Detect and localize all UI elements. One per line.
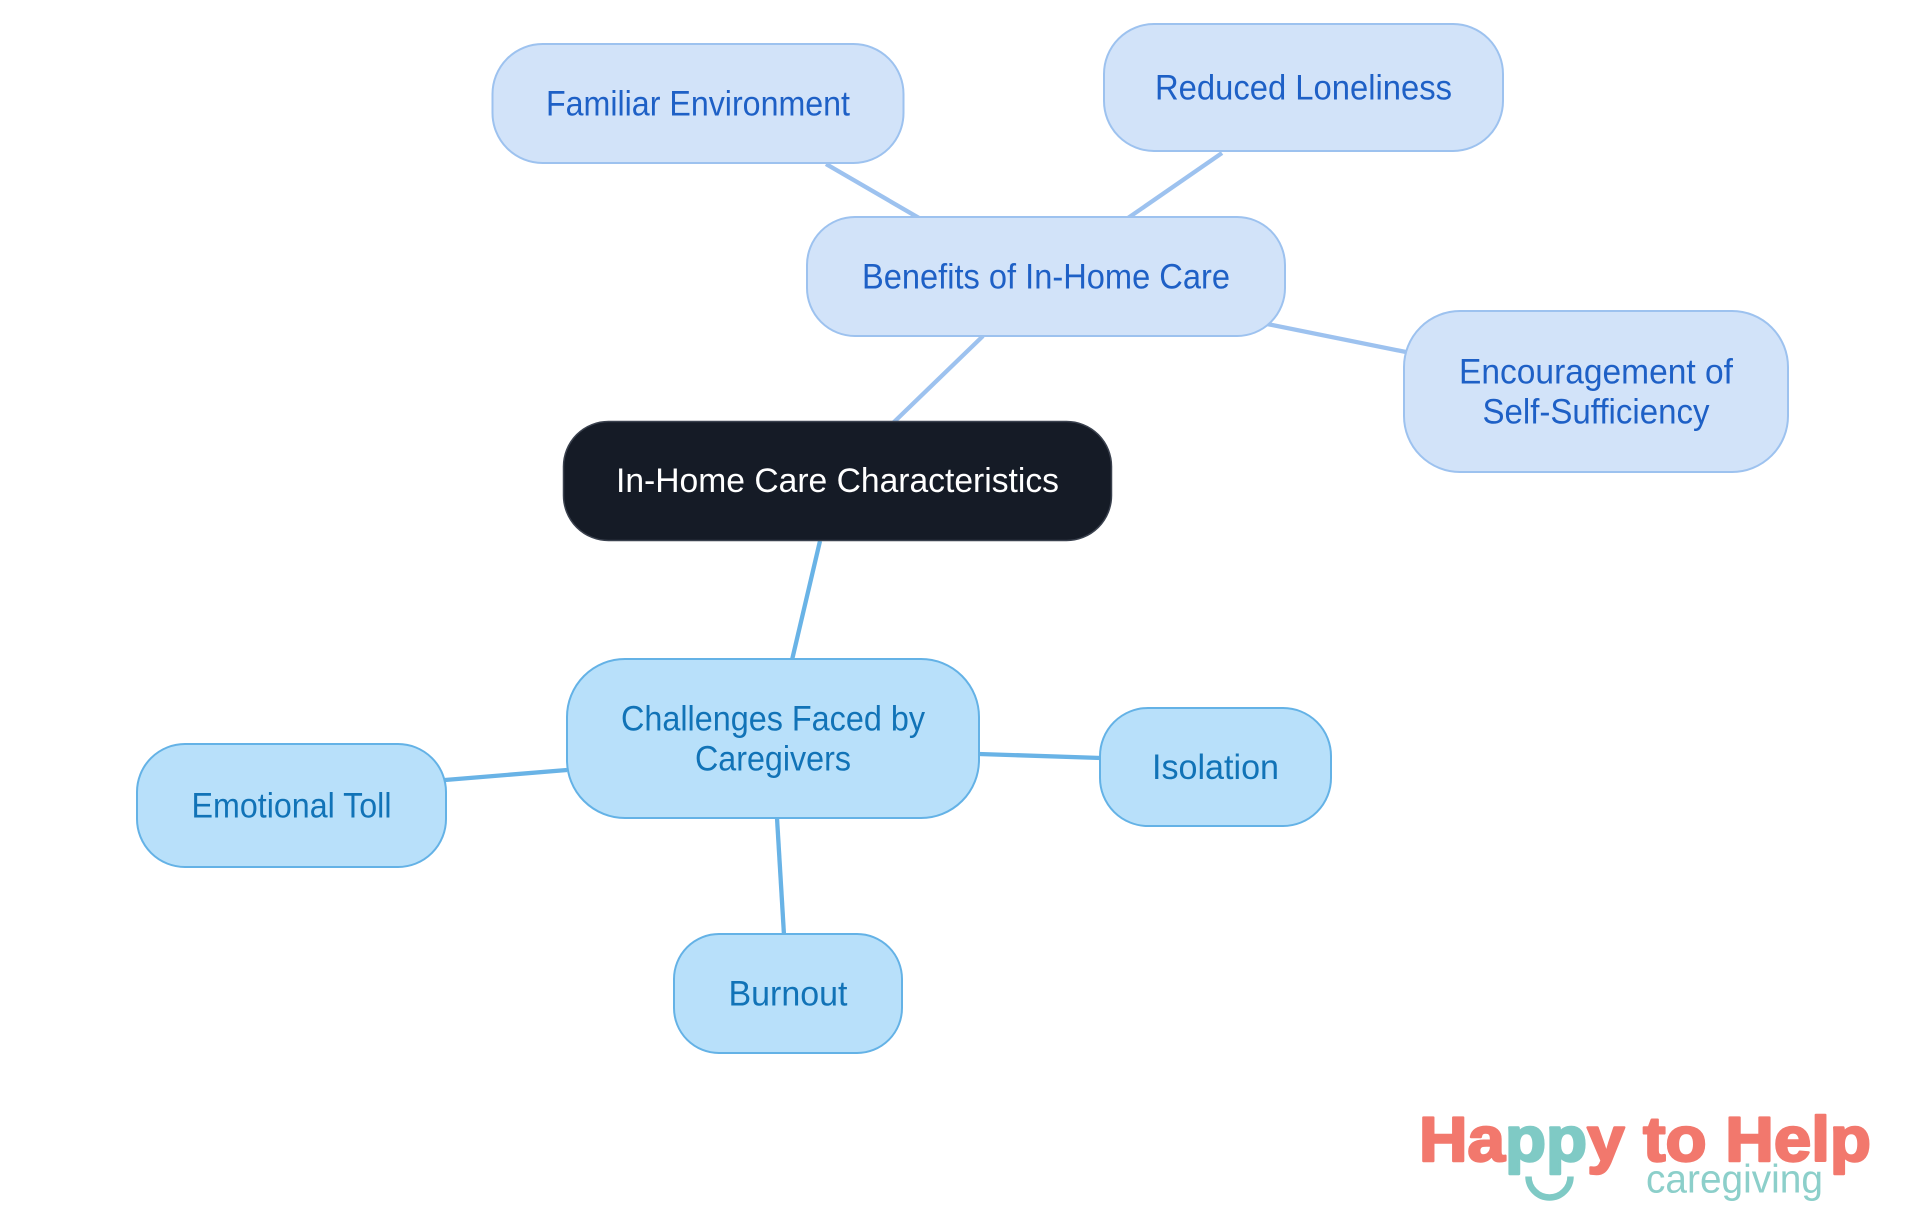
svg-text:Burnout: Burnout — [729, 975, 848, 1014]
svg-text:Encouragement of: Encouragement of — [1459, 353, 1733, 392]
svg-text:Familiar Environment: Familiar Environment — [546, 85, 850, 124]
svg-text:Isolation: Isolation — [1152, 748, 1279, 787]
svg-text:Emotional Toll: Emotional Toll — [192, 787, 392, 826]
svg-text:Challenges Faced by: Challenges Faced by — [621, 700, 925, 739]
svg-text:Benefits of In-Home Care: Benefits of In-Home Care — [862, 258, 1230, 297]
svg-text:In-Home Care Characteristics: In-Home Care Characteristics — [616, 462, 1059, 500]
svg-text:Self-Sufficiency: Self-Sufficiency — [1483, 393, 1710, 432]
svg-text:Caregivers: Caregivers — [695, 740, 851, 779]
svg-text:caregiving: caregiving — [1646, 1158, 1823, 1202]
svg-text:Happy to Help: Happy to Help — [1419, 1105, 1871, 1175]
svg-text:Reduced Loneliness: Reduced Loneliness — [1155, 69, 1452, 108]
